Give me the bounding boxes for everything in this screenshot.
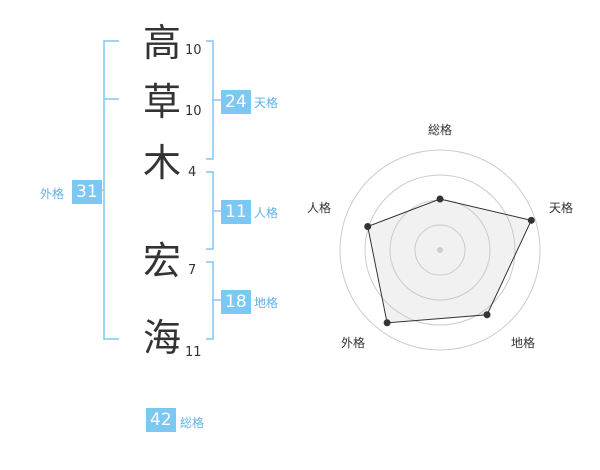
stroke-count-3: 4 [188, 165, 197, 180]
stroke-count-2: 10 [185, 104, 202, 119]
name-char-3: 木 [142, 141, 181, 185]
name-char-2: 草 [142, 80, 181, 124]
radar-axis-label-4: 外格 [341, 335, 365, 350]
stroke-count-4: 7 [188, 263, 197, 278]
radar-ring-1 [414, 224, 466, 276]
radar-axis-label-1: 総格 [428, 122, 452, 137]
gaikaku-value-badge: 31 [72, 180, 102, 204]
radar-point-1 [436, 195, 444, 203]
radar-data-polygon [367, 198, 533, 324]
tenkaku-value-badge: 24 [221, 90, 251, 114]
name-char-1: 高 [142, 21, 181, 65]
radar-point-4 [383, 319, 391, 327]
tenkaku-bracket [206, 40, 221, 160]
radar-ring-3 [364, 174, 516, 326]
radar-ring-4 [339, 149, 541, 351]
stroke-count-5: 11 [185, 345, 202, 360]
name-char-4: 宏 [142, 239, 181, 283]
name-char-5: 海 [142, 316, 181, 360]
chikaku-label: 地格 [254, 296, 279, 310]
radar-axis-label-3: 地格 [511, 335, 535, 350]
soukaku-label: 総格 [180, 416, 205, 430]
radar-axis-label-2: 天格 [549, 200, 573, 215]
chikaku-bracket [206, 261, 221, 340]
jinkaku-bracket [206, 171, 221, 250]
radar-axis-label-5: 人格 [307, 200, 331, 215]
radar-point-2 [527, 216, 535, 224]
chikaku-value-badge: 18 [221, 290, 251, 314]
jinkaku-label: 人格 [254, 206, 279, 220]
radar-point-5 [364, 223, 372, 231]
tenkaku-label: 天格 [254, 96, 279, 110]
radar-point-3 [483, 311, 491, 319]
soukaku-value-badge: 42 [146, 408, 176, 432]
radar-center-dot [437, 247, 443, 253]
gaikaku-label: 外格 [40, 187, 65, 201]
jinkaku-value-badge: 11 [221, 200, 251, 224]
stroke-count-1: 10 [185, 43, 202, 58]
